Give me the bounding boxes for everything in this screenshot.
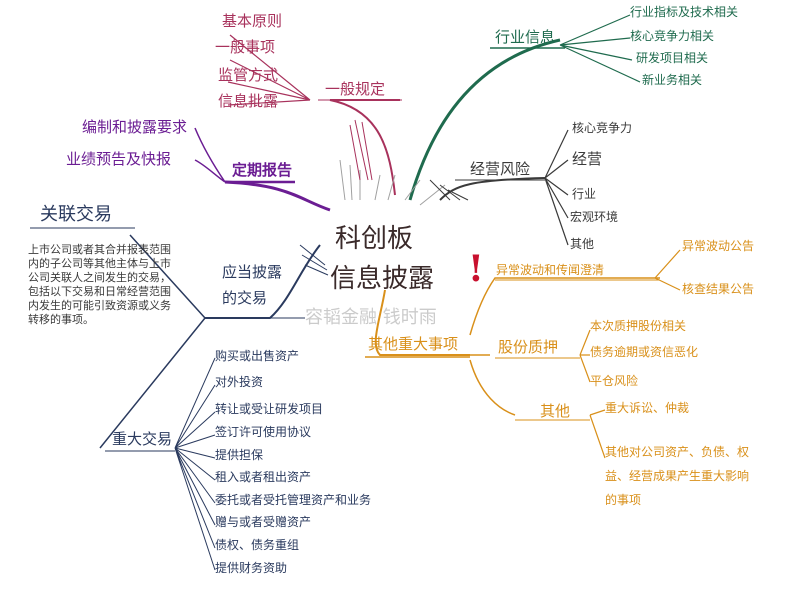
abnormal-label: 异常波动和传闻澄清	[496, 263, 605, 277]
exclamation-mark: !	[468, 248, 484, 290]
pledge-item: 本次质押股份相关	[590, 319, 687, 333]
general-item: 基本原则	[222, 12, 283, 30]
misc-item: 重大诉讼、仲裁	[605, 401, 690, 415]
majordeal-item: 提供担保	[215, 448, 264, 462]
branch-industry-label: 行业信息	[495, 28, 556, 46]
general-item: 监管方式	[218, 66, 279, 84]
operating-item: 经营	[572, 150, 603, 168]
connector-center-industry	[408, 38, 561, 201]
operating-item: 核心竞争力	[572, 121, 633, 135]
industry-item: 新业务相关	[642, 73, 703, 87]
sketch-hatching	[339, 159, 446, 206]
majordeal-item: 提供财务资助	[215, 561, 288, 575]
majordeal-item: 购买或出售资产	[215, 349, 300, 363]
periodic-item: 编制和披露要求	[82, 118, 188, 136]
industry-item: 研发项目相关	[636, 51, 709, 65]
center-title: 科创板	[335, 224, 414, 254]
majordeal-item: 委托或者受托管理资产和业务	[215, 493, 372, 507]
misc-label: 其他	[540, 402, 571, 420]
connector-center-general	[329, 99, 400, 196]
branch-periodic-label: 定期报告	[232, 161, 293, 179]
pledge-item: 债务逾期或资信恶化	[590, 345, 699, 359]
branch-general-label: 一般规定	[325, 80, 386, 98]
majordeal-item: 租入或者租出资产	[215, 470, 312, 484]
majordeal-item: 签订许可使用协议	[215, 425, 312, 439]
pledge-label: 股份质押	[498, 338, 559, 356]
abnormal-item: 异常波动公告	[682, 239, 755, 253]
operating-item: 其他	[570, 237, 595, 251]
pledge-item: 平仓风险	[590, 374, 639, 388]
connector-center-disclosable	[205, 244, 321, 319]
majordeal-item: 债权、债务重组	[215, 538, 300, 552]
operating-item: 行业	[572, 187, 597, 201]
misc-item: 其他对公司资产、负债、权益、经营成果产生重大影响的事项	[605, 445, 750, 507]
majordeal-item: 对外投资	[215, 375, 264, 389]
general-item: 信息批露	[218, 92, 279, 110]
connector-center-othermajor	[374, 289, 470, 356]
branch-operating-label: 经营风险	[470, 160, 531, 178]
connector-center-periodic	[224, 180, 331, 212]
abnormal-item: 核查结果公告	[682, 282, 755, 296]
related-description: 上市公司或者其合并报表范围内的子公司等其他主体与上市公司关联人之间发生的交易，包…	[28, 243, 171, 326]
branch-othermajor-label: 其他重大事项	[368, 335, 459, 353]
branch-related-label: 关联交易	[40, 204, 112, 225]
industry-item: 核心竞争力相关	[630, 29, 715, 43]
watermark: 容韬金融 钱时雨	[305, 307, 437, 328]
majordeal-item: 赠与或者受赠资产	[215, 515, 312, 529]
general-item: 一般事项	[215, 38, 276, 56]
branch-majordeal-label: 重大交易	[112, 430, 173, 448]
center-subtitle: 信息披露	[330, 264, 435, 294]
connector-center-operating	[439, 177, 546, 201]
majordeal-item: 转让或受让研发项目	[215, 402, 324, 416]
operating-item: 宏观环境	[570, 210, 619, 224]
industry-item: 行业指标及技术相关	[630, 5, 739, 19]
periodic-item: 业绩预告及快报	[66, 150, 172, 168]
branch-disclosable-label: 应当披露的交易	[222, 263, 283, 307]
